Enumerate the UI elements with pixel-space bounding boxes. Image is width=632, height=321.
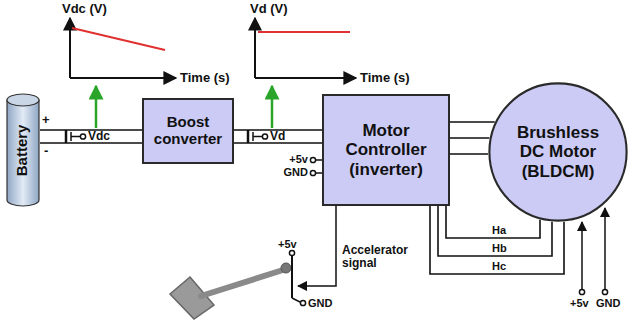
supply-label: GND [596, 297, 620, 309]
wire [234, 130, 322, 143]
motor-circle: Brushless DC Motor (BLDCM) [488, 82, 628, 222]
axis-label: Vd (V) [250, 2, 288, 16]
hall-signal: Ha [490, 224, 508, 237]
axis-label: Vdc (V) [62, 2, 107, 16]
box-title: Brushless DC Motor (BLDCM) [508, 123, 608, 180]
signal-name: Vdc [88, 130, 110, 143]
signal-name: Accelerator signal [342, 244, 422, 270]
measure-arrow [95, 86, 98, 128]
wire [450, 122, 495, 154]
battery-cell: Battery [6, 92, 40, 208]
converter-box: Boost converter [142, 98, 234, 164]
vdc-graph [70, 18, 176, 78]
vd-graph [255, 18, 356, 78]
axis-label: Time (s) [360, 71, 410, 85]
polarity-sign: + [42, 113, 50, 127]
supply-label: +5v [570, 297, 589, 309]
signal-wire [298, 206, 336, 286]
accelerator-pedal [170, 250, 306, 319]
axis-label: Time (s) [180, 71, 230, 85]
box-title: Boost converter [148, 114, 228, 148]
measure-arrow [271, 86, 274, 128]
supply-terminal [310, 157, 322, 175]
hall-signal: Hc [490, 260, 508, 273]
supply-label: GND [284, 166, 308, 178]
signal-name: Vd [270, 130, 285, 143]
supply-label: +5v [278, 238, 297, 250]
controller-box: Motor Controller (inverter) [322, 94, 450, 206]
supply-label: +5v [289, 153, 308, 165]
voltage-probe [66, 130, 86, 143]
motor-supply [579, 208, 607, 295]
voltage-probe [248, 130, 268, 143]
box-title: Motor Controller (inverter) [331, 121, 441, 178]
hall-signal: Hb [490, 242, 509, 255]
box-title: Battery [15, 124, 32, 176]
supply-label: GND [308, 297, 332, 309]
wire [40, 130, 142, 143]
polarity-sign: - [44, 144, 48, 158]
